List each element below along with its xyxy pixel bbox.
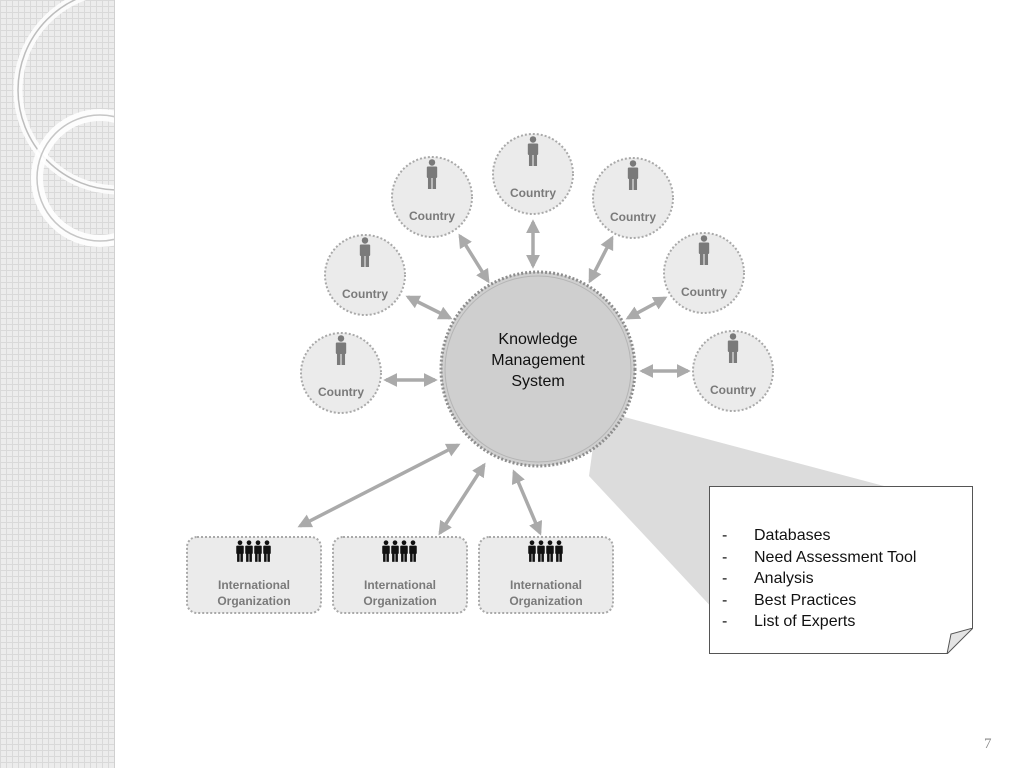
connector-arrow	[405, 295, 453, 320]
country-node: Country	[663, 232, 745, 314]
organization-node-box	[186, 536, 322, 614]
center-label-line-3: System	[511, 373, 564, 390]
organization-nodes: InternationalOrganizationInternationalOr…	[186, 536, 614, 614]
feature-item-label: Need Assessment Tool	[754, 548, 917, 566]
organization-label-line-1: International	[218, 578, 290, 592]
country-node: Country	[492, 133, 574, 215]
organization-node-box	[332, 536, 468, 614]
organization-node-box	[478, 536, 614, 614]
connector-arrow	[438, 462, 486, 536]
connector-arrow	[588, 235, 614, 284]
decorative-side-panel	[0, 0, 115, 768]
country-label: Country	[681, 285, 727, 299]
connector-arrows	[297, 219, 691, 536]
organization-label-line-2: Organization	[363, 594, 436, 608]
folded-corner	[946, 628, 973, 654]
country-label: Country	[610, 210, 656, 224]
country-node-circle	[592, 157, 674, 239]
center-label-line-1: Knowledge	[498, 331, 577, 348]
feature-item: -Analysis	[722, 570, 814, 587]
page-number: 7	[984, 736, 992, 752]
country-label: Country	[510, 186, 556, 200]
country-label: Country	[318, 385, 364, 399]
feature-item-label: Analysis	[754, 570, 814, 587]
country-node: Country	[692, 330, 774, 412]
country-node-circle	[391, 156, 473, 238]
connector-arrow	[625, 296, 668, 320]
organization-label-line-1: International	[510, 578, 582, 592]
feature-item: -Databases	[722, 527, 831, 544]
country-node: Country	[300, 332, 382, 414]
connector-arrow	[297, 443, 461, 528]
country-label: Country	[342, 287, 388, 301]
knowledge-management-system-node: Knowledge Management System	[439, 270, 637, 468]
organization-label-line-1: International	[364, 578, 436, 592]
organization-label-line-2: Organization	[217, 594, 290, 608]
country-node-circle	[324, 234, 406, 316]
feature-item-label: Best Practices	[754, 591, 857, 609]
connector-arrow	[511, 469, 543, 536]
features-list: -Databases -Need Assessment Tool -Analys…	[722, 525, 916, 633]
country-node-circle	[300, 332, 382, 414]
country-label: Country	[409, 209, 455, 223]
feature-item-label: Databases	[754, 527, 831, 544]
feature-item: -Best Practices	[722, 591, 857, 609]
country-node: Country	[592, 157, 674, 239]
country-node-circle	[492, 133, 574, 215]
country-node-circle	[692, 330, 774, 412]
feature-item-label: List of Experts	[754, 613, 856, 630]
country-node: Country	[391, 156, 473, 238]
feature-item: -Need Assessment Tool	[722, 548, 917, 566]
connector-arrow	[458, 233, 490, 284]
country-node: Country	[324, 234, 406, 316]
country-node-circle	[663, 232, 745, 314]
decorative-rings	[13, 0, 114, 247]
organization-label-line-2: Organization	[509, 594, 582, 608]
country-label: Country	[710, 383, 756, 397]
feature-item: -List of Experts	[722, 613, 856, 630]
center-label-line-2: Management	[491, 352, 585, 369]
features-callout: -Databases -Need Assessment Tool -Analys…	[709, 486, 973, 654]
